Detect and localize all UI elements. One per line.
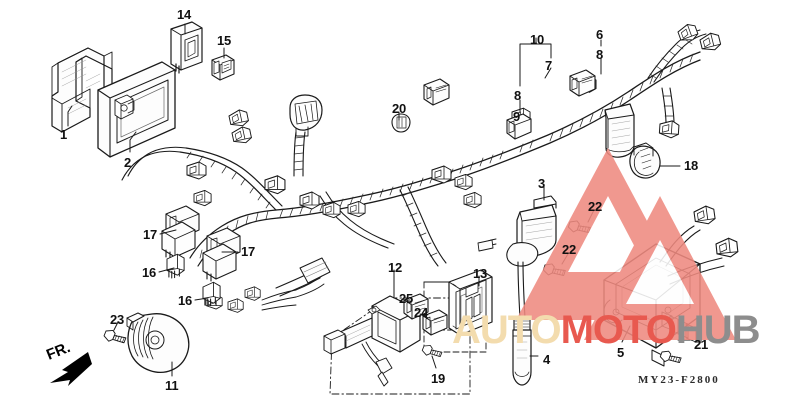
part-19-bolt — [420, 342, 444, 361]
callout-19: 19 — [431, 371, 446, 386]
callout-1: 1 — [60, 127, 68, 142]
diagram-part-number: MY23-F2800 — [638, 374, 720, 386]
callout-17: 17 — [241, 244, 256, 259]
watermark-text: AUTOMOTOHUB — [452, 308, 761, 352]
part-12-assembly — [323, 295, 421, 387]
part-18-clamp — [629, 142, 661, 179]
watermark-hub: HUB — [675, 308, 761, 352]
callout-13: 13 — [473, 266, 488, 281]
part-6-connector — [569, 69, 596, 97]
part-2-control-unit — [97, 61, 176, 158]
harness-branches-right — [604, 21, 723, 158]
part-24-terminal — [422, 309, 448, 336]
fr-direction-arrow — [50, 352, 92, 386]
callout-22: 22 — [562, 242, 577, 257]
callout-22: 22 — [588, 199, 603, 214]
callout-10: 10 — [530, 32, 545, 47]
wire-harness-main — [121, 51, 701, 313]
callout-15: 15 — [217, 33, 232, 48]
callout-4: 4 — [543, 352, 551, 367]
watermark-auto: AUTO — [452, 308, 562, 352]
callout-9: 9 — [513, 109, 521, 124]
part-14-relay-switch — [170, 21, 203, 74]
watermark-moto: MOTO — [560, 308, 677, 352]
part-7-connector — [423, 78, 450, 106]
callout-3: 3 — [538, 176, 546, 191]
callout-18: 18 — [684, 158, 699, 173]
part-20-grommet — [391, 113, 411, 133]
part-17-relay-lower — [202, 227, 241, 282]
part-16-relay-upper — [166, 253, 185, 279]
callout-16: 16 — [142, 265, 157, 280]
part-1-bracket — [51, 47, 113, 133]
callout-20: 20 — [392, 101, 407, 116]
part-15-connector — [211, 54, 235, 81]
callout-2: 2 — [124, 155, 132, 170]
callout-16: 16 — [178, 293, 193, 308]
callout-21: 21 — [694, 337, 709, 352]
callout-8: 8 — [596, 47, 604, 62]
part-9-connector — [506, 113, 532, 140]
callout-7: 7 — [545, 58, 553, 73]
callout-17: 17 — [143, 227, 158, 242]
callout-11: 11 — [165, 378, 179, 393]
callout-6: 6 — [596, 27, 604, 42]
callout-23: 23 — [110, 312, 125, 327]
part-11-horn — [126, 312, 190, 373]
callout-12: 12 — [388, 260, 403, 275]
callout-24: 24 — [414, 305, 429, 320]
callout-8: 8 — [514, 88, 522, 103]
callout-14: 14 — [177, 7, 192, 22]
part-23-bolt — [102, 327, 128, 348]
callout-5: 5 — [617, 345, 625, 360]
part-13-fuse-box — [448, 269, 493, 336]
callout-25: 25 — [399, 291, 414, 306]
harness-connectors — [186, 75, 597, 219]
